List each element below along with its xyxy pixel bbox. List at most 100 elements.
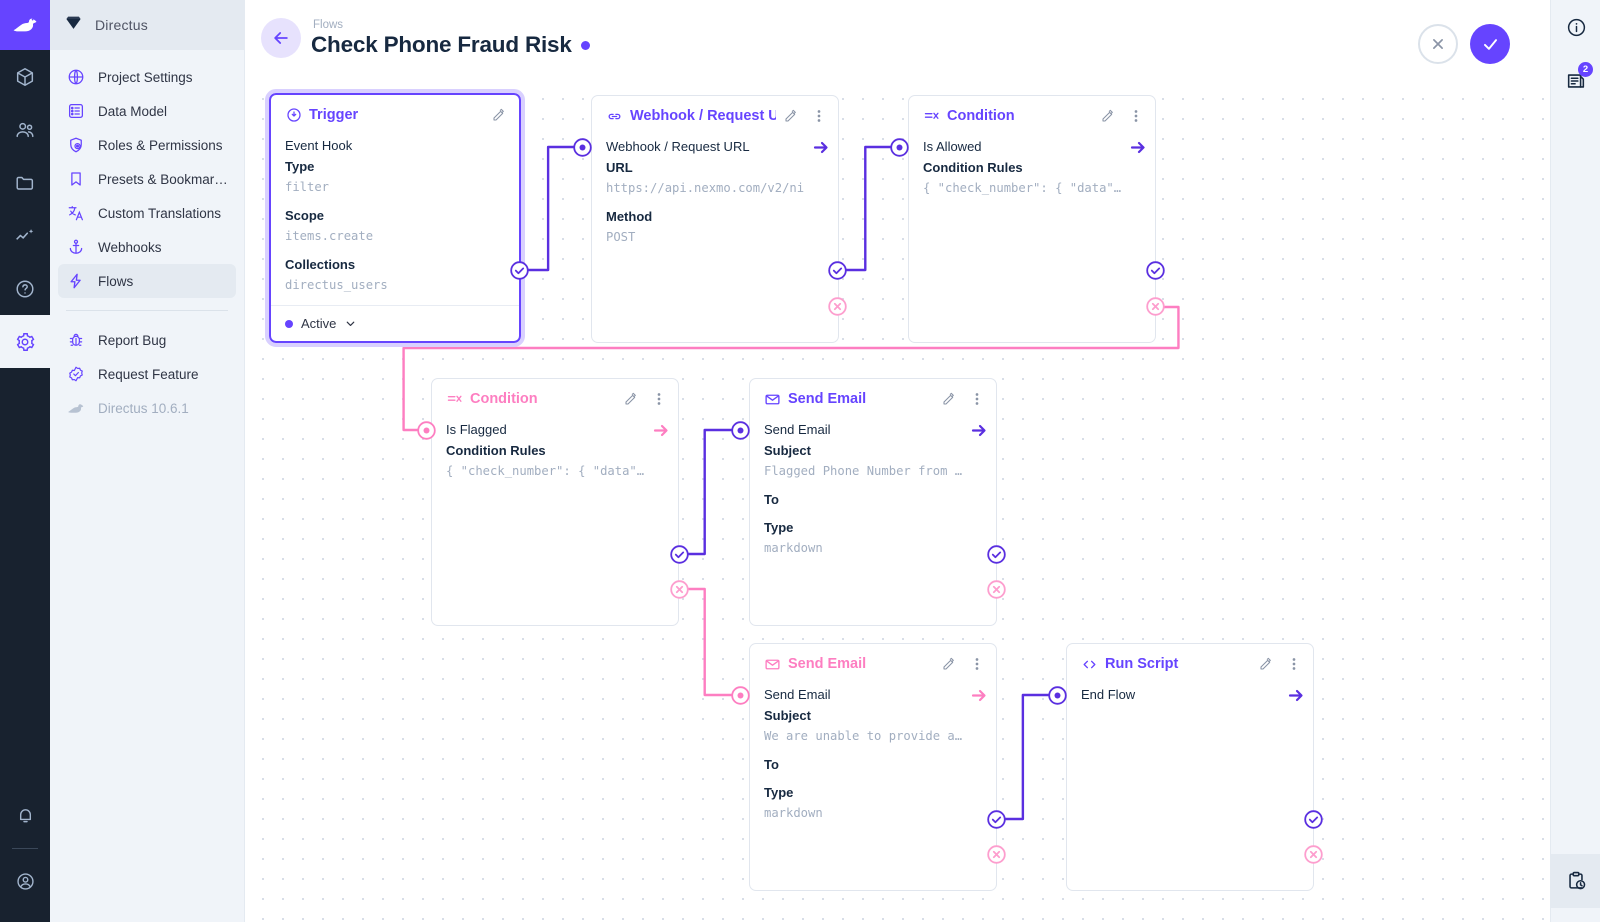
dots-vertical-icon[interactable] bbox=[970, 391, 984, 407]
code-brackets-icon bbox=[1081, 656, 1098, 673]
node-subtitle: Event Hook bbox=[285, 138, 353, 153]
pencil-icon[interactable] bbox=[783, 108, 799, 124]
breadcrumb[interactable]: Flows bbox=[313, 19, 344, 31]
rail-item-settings[interactable] bbox=[0, 315, 50, 368]
shield-account-icon bbox=[66, 135, 86, 155]
flow-node-run-script[interactable]: Run Script End Flow bbox=[1066, 643, 1314, 891]
dots-vertical-icon[interactable] bbox=[652, 391, 666, 407]
port-resolve-trigger[interactable] bbox=[510, 261, 529, 280]
pencil-icon[interactable] bbox=[1100, 108, 1116, 124]
rail-item-account[interactable] bbox=[0, 855, 50, 908]
port-resolve-webhook[interactable] bbox=[828, 261, 847, 280]
flow-node-condition-flagged[interactable]: Condition Is Flagged Condition Rules { "… bbox=[431, 378, 679, 626]
flow-node-webhook[interactable]: Webhook / Request U Webhook / Request UR… bbox=[591, 95, 839, 343]
trigger-status-dropdown[interactable]: Active bbox=[271, 305, 519, 341]
port-input-email-flagged[interactable] bbox=[731, 421, 750, 440]
sidebar-item-roles-permissions[interactable]: Roles & Permissions bbox=[58, 128, 236, 162]
port-reject-email-unable[interactable] bbox=[987, 845, 1006, 864]
chevron-down-icon bbox=[344, 317, 357, 330]
save-button[interactable] bbox=[1470, 24, 1510, 64]
sidebar-item-report-bug[interactable]: Report Bug bbox=[58, 323, 236, 357]
sidebar-item-project-settings[interactable]: Project Settings bbox=[58, 60, 236, 94]
dots-vertical-icon[interactable] bbox=[1287, 656, 1301, 672]
directus-gem-icon bbox=[64, 13, 83, 37]
port-input-condition-flagged[interactable] bbox=[417, 421, 436, 440]
port-input-condition-allowed[interactable] bbox=[890, 138, 909, 157]
field-label: Type bbox=[764, 520, 794, 535]
port-input-email-unable[interactable] bbox=[731, 686, 750, 705]
page-header: Flows Check Phone Fraud Risk bbox=[245, 0, 1600, 88]
port-resolve-condition-allowed[interactable] bbox=[1146, 261, 1165, 280]
info-button[interactable] bbox=[1551, 0, 1600, 54]
sidebar-item-data-model[interactable]: Data Model bbox=[58, 94, 236, 128]
flow-node-email-unable[interactable]: Send Email Send Email Subject We are una… bbox=[749, 643, 997, 891]
pencil-icon[interactable] bbox=[491, 107, 507, 123]
port-resolve-condition-flagged[interactable] bbox=[670, 545, 689, 564]
node-header: Run Script bbox=[1067, 644, 1313, 684]
flow-node-condition-allowed[interactable]: Condition Is Allowed Condition Rules { "… bbox=[908, 95, 1156, 343]
directus-logo[interactable] bbox=[0, 0, 50, 50]
sidebar-item-custom-translations[interactable]: Custom Translations bbox=[58, 196, 236, 230]
pencil-icon[interactable] bbox=[1258, 656, 1274, 672]
status-badge bbox=[580, 40, 590, 50]
rail-item-users[interactable] bbox=[0, 103, 50, 156]
node-body: Is Flagged Condition Rules { "check_numb… bbox=[432, 419, 678, 482]
cancel-button[interactable] bbox=[1418, 24, 1458, 64]
node-title: Condition bbox=[947, 108, 1015, 124]
field-label: Type bbox=[764, 785, 794, 800]
dots-vertical-icon[interactable] bbox=[1129, 108, 1143, 124]
pencil-icon[interactable] bbox=[941, 391, 957, 407]
pencil-icon[interactable] bbox=[941, 656, 957, 672]
trigger-flash-icon bbox=[285, 107, 302, 124]
port-resolve-email-unable[interactable] bbox=[987, 810, 1006, 829]
field-value: directus_users bbox=[285, 278, 388, 292]
sidebar-item-flows[interactable]: Flows bbox=[58, 264, 236, 298]
field-label: Condition Rules bbox=[923, 160, 1023, 175]
node-title: Send Email bbox=[788, 656, 867, 672]
port-reject-webhook[interactable] bbox=[828, 297, 847, 316]
sidebar-item-webhooks[interactable]: Webhooks bbox=[58, 230, 236, 264]
node-title: Send Email bbox=[788, 391, 867, 407]
port-resolve-run-script[interactable] bbox=[1304, 810, 1323, 829]
dots-vertical-icon[interactable] bbox=[970, 656, 984, 672]
node-body: Webhook / Request URL URL https://api.ne… bbox=[592, 136, 838, 248]
port-reject-email-flagged[interactable] bbox=[987, 580, 1006, 599]
port-input-webhook[interactable] bbox=[573, 138, 592, 157]
email-icon bbox=[764, 391, 781, 408]
rail-item-files[interactable] bbox=[0, 156, 50, 209]
translate-icon bbox=[66, 203, 86, 223]
flow-node-trigger[interactable]: Trigger Event Hook Type filter Scope ite… bbox=[265, 89, 525, 347]
dots-vertical-icon[interactable] bbox=[812, 108, 826, 124]
node-header: Webhook / Request U bbox=[592, 96, 838, 136]
port-reject-condition-allowed[interactable] bbox=[1146, 297, 1165, 316]
sidebar-item-label: Project Settings bbox=[98, 69, 193, 85]
node-subtitle: End Flow bbox=[1081, 687, 1136, 702]
settings-sidebar: Directus Project Settings Data Model Rol… bbox=[50, 0, 245, 922]
port-input-run-script[interactable] bbox=[1048, 686, 1067, 705]
node-header: Trigger bbox=[271, 95, 519, 135]
field-label: Subject bbox=[764, 443, 811, 458]
field-value: https://api.nexmo.com/v2/ni bbox=[606, 181, 805, 195]
sidebar-header: Directus bbox=[50, 0, 244, 50]
port-reject-run-script[interactable] bbox=[1304, 845, 1323, 864]
flow-node-email-flagged[interactable]: Send Email Send Email Subject Flagged Ph… bbox=[749, 378, 997, 626]
port-resolve-email-flagged[interactable] bbox=[987, 545, 1006, 564]
list-box-icon bbox=[66, 101, 86, 121]
field-value: filter bbox=[285, 180, 330, 194]
status-label: Active bbox=[301, 316, 337, 331]
rail-item-notifications[interactable] bbox=[0, 789, 50, 842]
sidebar-item-request-feature[interactable]: Request Feature bbox=[58, 357, 236, 391]
sidebar-item-presets-bookmarks[interactable]: Presets & Bookmar… bbox=[58, 162, 236, 196]
rail-item-docs[interactable] bbox=[0, 262, 50, 315]
rail-item-content[interactable] bbox=[0, 50, 50, 103]
pencil-icon[interactable] bbox=[623, 391, 639, 407]
flow-activity-button[interactable] bbox=[1551, 854, 1600, 908]
rail-item-insights[interactable] bbox=[0, 209, 50, 262]
back-button[interactable] bbox=[261, 18, 301, 58]
flow-logs-button[interactable]: 2 bbox=[1551, 54, 1600, 108]
port-reject-condition-flagged[interactable] bbox=[670, 580, 689, 599]
sidebar-divider bbox=[66, 310, 228, 311]
globe-icon bbox=[66, 67, 86, 87]
node-subtitle: Send Email bbox=[764, 687, 831, 702]
field-label: Method bbox=[606, 209, 653, 224]
